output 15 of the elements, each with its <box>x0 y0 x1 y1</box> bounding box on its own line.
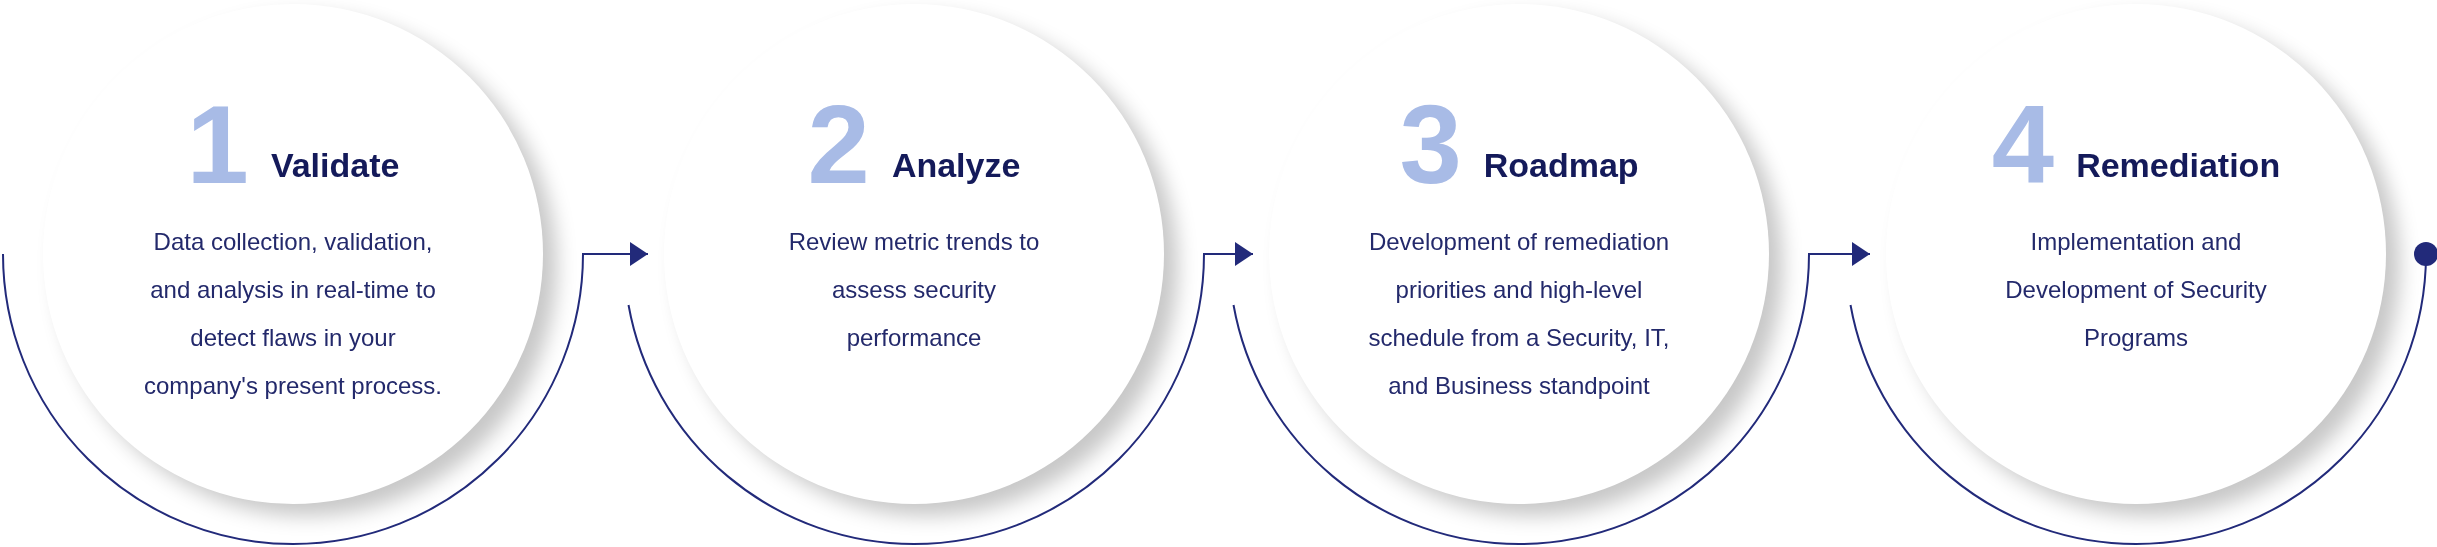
step-description: Data collection, validation, and analysis in real-time to detect flaws in your company's present process. <box>142 227 444 401</box>
step-title: Validate <box>270 148 400 182</box>
step-description: Implementation and Development of Security Programs <box>2004 227 2268 353</box>
arrow <box>627 242 1254 545</box>
step-number: 2 <box>807 102 870 188</box>
step-number: 3 <box>1399 102 1462 188</box>
step-title: Roadmap <box>1483 148 1639 182</box>
step-number: 4 <box>1991 102 2055 188</box>
arrow <box>2 242 649 545</box>
step-number: 1 <box>186 102 249 188</box>
step-title: Remediation <box>2076 148 2281 182</box>
arrow <box>1232 242 1871 545</box>
step-description: Review metric trends to assess security performance <box>787 227 1041 353</box>
step-title: Analyze <box>891 148 1021 182</box>
step-description: Development of remediation priorities and high-level schedule from a Security, IT, and Business standpoint <box>1367 227 1671 401</box>
